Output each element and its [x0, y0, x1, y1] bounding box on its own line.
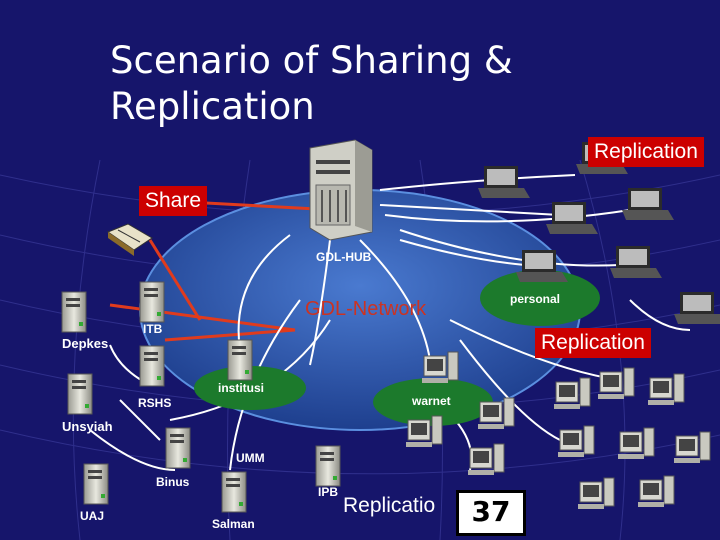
page-title: Scenario of Sharing & Replication: [110, 38, 513, 130]
pill-institusi: [194, 366, 306, 410]
uaj-label: UAJ: [80, 509, 105, 523]
workstation-icon: [477, 397, 515, 430]
replication-top-tag: Replication: [588, 137, 704, 167]
umm-label: UMM: [236, 451, 265, 465]
pill-warnet: [373, 378, 493, 426]
title-line-2: Replication: [110, 85, 315, 128]
laptop-icon: [622, 188, 674, 220]
workstation-icon: [421, 351, 459, 384]
server-icon: [61, 291, 87, 333]
laptop-icon: [478, 166, 530, 198]
institusi-label: institusi: [218, 381, 265, 395]
hub-server-icon: [309, 139, 373, 241]
workstation-icon: [405, 415, 443, 448]
server-icon: [165, 427, 191, 469]
workstation-icon: [553, 377, 591, 410]
ipb-label: IPB: [318, 485, 339, 499]
workstation-icon: [673, 431, 711, 464]
workstation-icon: [617, 427, 655, 460]
workstation-icon: [577, 477, 615, 510]
server-icon: [83, 463, 109, 505]
server-icon: [67, 373, 93, 415]
gdl-hub-label: GDL-HUB: [316, 250, 372, 264]
salman-label: Salman: [212, 517, 255, 531]
laptop-icon: [674, 292, 720, 324]
slide-number: 37: [456, 490, 526, 536]
warnet-label: warnet: [412, 394, 451, 408]
workstation-icon: [597, 367, 635, 400]
workstation-icon: [467, 443, 505, 476]
book-icon: [106, 223, 153, 256]
server-icon: [139, 345, 165, 387]
binus-label: Binus: [156, 475, 190, 489]
personal-label: personal: [510, 292, 561, 306]
depkes-label: Depkes: [62, 336, 109, 351]
workstation-icon: [647, 373, 685, 406]
server-icon: [315, 445, 341, 487]
server-icon: [139, 281, 165, 323]
itb-label: ITB: [143, 322, 163, 336]
workstation-icon: [637, 475, 675, 508]
replication-right-tag: Replication: [535, 328, 651, 358]
server-icon: [221, 471, 247, 513]
laptop-icon: [546, 202, 598, 234]
server-icon: [227, 339, 253, 381]
unsyiah-label: Unsyiah: [62, 419, 113, 434]
replication-bottom-label: Replicatio: [343, 494, 436, 517]
pill-personal: [480, 270, 600, 326]
workstation-icon: [557, 425, 595, 458]
gdl-network-label: GDL-Network: [305, 298, 427, 320]
title-line-1: Scenario of Sharing &: [110, 39, 513, 82]
share-tag: Share: [139, 186, 208, 216]
laptop-icon: [610, 246, 662, 278]
rshs-label: RSHS: [138, 396, 172, 410]
